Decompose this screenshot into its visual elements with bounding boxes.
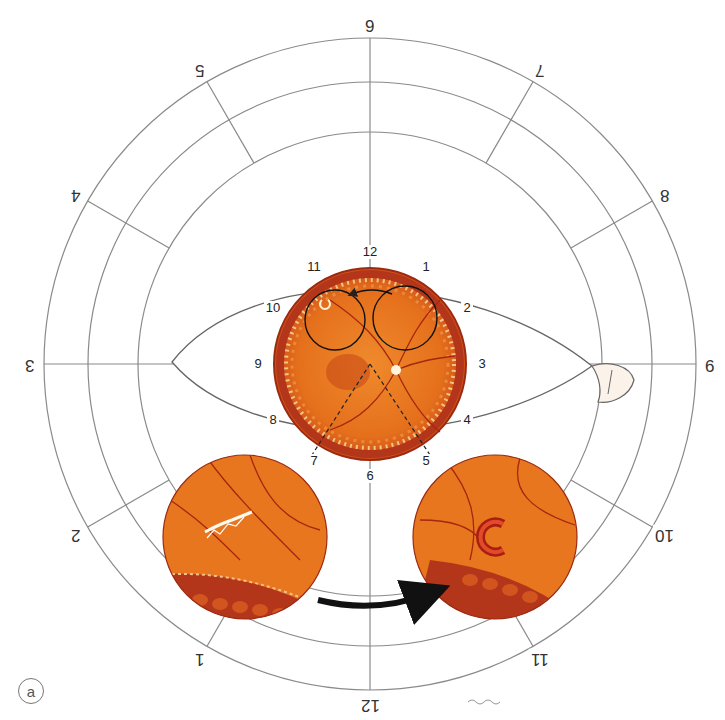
clock-hour-number: 6 <box>363 15 376 34</box>
fundus-clock-number: 7 <box>308 454 319 468</box>
fundus-clock-number: 8 <box>267 413 278 427</box>
fundus-clock-number: 12 <box>361 245 379 259</box>
fundus-clock-number: 3 <box>476 357 487 371</box>
fundus-clock-number: 10 <box>264 301 282 315</box>
clock-hour-number: 2 <box>69 525 82 544</box>
clock-hour-number: 11 <box>529 649 551 668</box>
fundus-clock-number: 4 <box>461 413 472 427</box>
clock-hour-number: 8 <box>658 185 671 204</box>
fundus-clock-number: 2 <box>461 301 472 315</box>
clock-hour-number: 3 <box>23 355 36 374</box>
clock-hour-number: 12 <box>359 695 382 714</box>
fundus-clock-number: 9 <box>252 357 263 371</box>
clock-hour-number: 7 <box>533 60 546 79</box>
clock-hour-number: 1 <box>193 649 206 668</box>
figure-letter: a <box>27 684 35 699</box>
fundus-clock-number: 5 <box>420 454 431 468</box>
clock-hour-number: 10 <box>653 525 676 544</box>
figure-letter-circle: a <box>18 678 44 704</box>
fundus-clock-number: 11 <box>305 260 323 274</box>
clock-hour-number: 4 <box>69 185 82 204</box>
clock-hour-number: 5 <box>193 60 206 79</box>
fundus-clock-number: 1 <box>420 260 431 274</box>
fundus-clock-number: 6 <box>364 469 375 483</box>
clock-hour-number: 9 <box>703 355 716 374</box>
